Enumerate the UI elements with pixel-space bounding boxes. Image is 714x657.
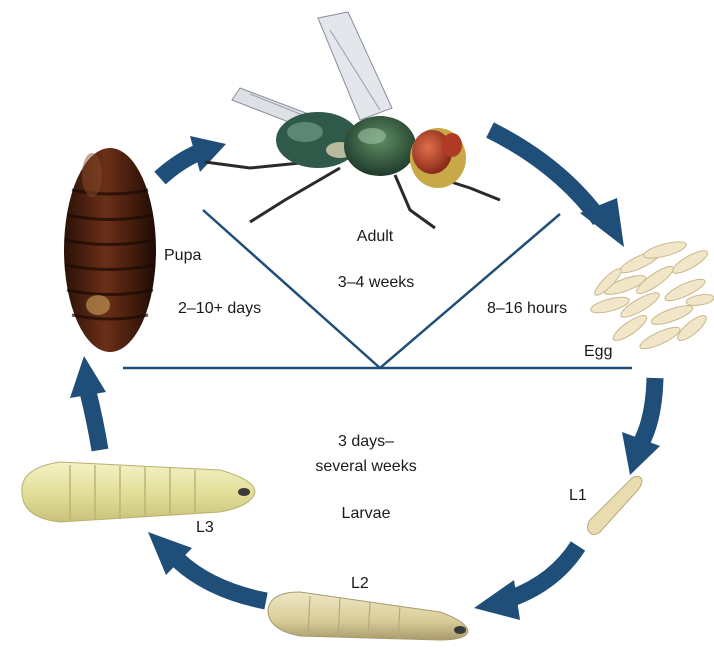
pupa-icon: [64, 148, 156, 352]
larva-icon: [22, 462, 255, 522]
cycle-arrows: [70, 130, 660, 620]
adult-label: Adult: [357, 227, 393, 247]
cycle-arrow-icon: [70, 356, 106, 450]
l1-label: L1: [569, 486, 587, 506]
pupa-duration: 2–10+ days: [178, 299, 261, 319]
larva-icon: [268, 592, 468, 640]
l2-label: L2: [351, 574, 369, 594]
cycle-arrow-icon: [160, 136, 226, 178]
pupa-label: Pupa: [164, 246, 201, 266]
larva-icon: [588, 476, 642, 534]
cycle-arrow-icon: [474, 546, 578, 620]
larvae-label: Larvae: [342, 504, 391, 524]
cycle-arrow-icon: [622, 378, 660, 475]
larvae-duration-line1: 3 days–: [338, 432, 394, 452]
adult-duration: 3–4 weeks: [338, 273, 415, 293]
egg-cluster-icon: [589, 239, 714, 353]
larvae-duration-line2: several weeks: [315, 457, 416, 477]
egg-label: Egg: [584, 342, 612, 362]
egg-duration: 8–16 hours: [487, 299, 567, 319]
l3-label: L3: [196, 518, 214, 538]
cycle-arrow-icon: [490, 130, 624, 247]
fly-icon: [205, 12, 500, 228]
cycle-arrow-icon: [148, 532, 266, 601]
